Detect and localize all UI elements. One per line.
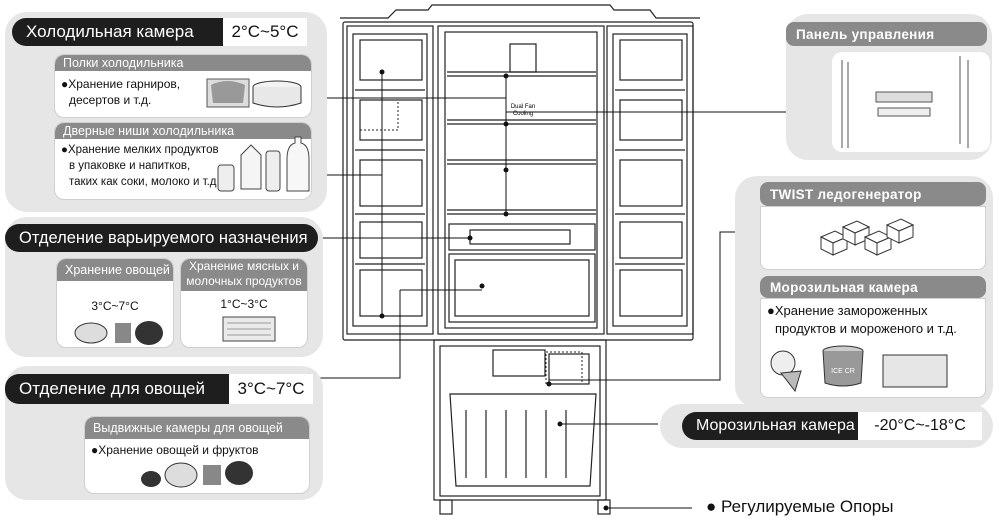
fridge-chamber-title: Холодильная камера — [12, 18, 223, 46]
veg-storage-title: Хранение овощей — [57, 259, 173, 281]
freezer-text-2: продуктов и мороженого и т.д. — [775, 321, 957, 336]
freezer-title: Морозильная камера — [760, 276, 986, 298]
control-panel-image — [832, 52, 990, 152]
veg-storage-box: Хранение овощей 3°C~7°C — [56, 258, 174, 348]
vegetables-icon — [74, 321, 163, 345]
variable-compartment-title: Отделение варьируемого назначения — [5, 224, 318, 252]
adjustable-feet-label: ● Регулируемые Опоры — [706, 497, 894, 516]
fridge-door-bins-text-3: таких как соки, молоко и т.д. — [69, 176, 220, 188]
meat-package-icon — [222, 316, 276, 342]
fridge-door-bins-text-2: в упаковке и напитков, — [69, 160, 191, 172]
fridge-door-bins-box: Дверные ниши холодильника ●Хранение мелк… — [54, 122, 312, 200]
control-display-icon — [841, 56, 969, 148]
fridge-shelves-text-1: ●Хранение гарниров, — [61, 77, 181, 91]
veg-drawers-text: ●Хранение овощей и фруктов — [91, 443, 259, 457]
meat-dairy-title-2: молочных продуктов — [186, 274, 302, 288]
fridge-door-bins-text-1: ●Хранение мелких продуктов — [61, 144, 219, 156]
freezer-box: ●Хранение замороженных продуктов и морож… — [760, 298, 986, 398]
fridge-shelves-text-2: десертов и т.д. — [69, 93, 152, 107]
dual-fan-label: Dual Fan — [511, 104, 535, 110]
freezer-label: Морозильная камера — [682, 412, 858, 440]
ice-cream-icon: ICE CR — [770, 345, 948, 393]
veg-storage-temp: 3°C~7°C — [91, 299, 139, 313]
dessert-bowl-icon — [206, 78, 302, 108]
control-panel-title: Панель управления — [786, 22, 987, 46]
freezer-text-1: ●Хранение замороженных — [767, 303, 928, 318]
fridge-shelves-title: Полки холодильника — [55, 55, 311, 71]
ice-cubes-icon — [819, 218, 915, 256]
bottles-icon — [217, 136, 310, 192]
veg-drawers-box: Выдвижные камеры для овощей ●Хранение ов… — [84, 416, 310, 494]
vegetable-compartment-temp: 3°C~7°C — [229, 374, 313, 404]
fridge-door-bins-title: Дверные ниши холодильника — [55, 123, 311, 139]
fridge-shelves-box: Полки холодильника ●Хранение гарниров, д… — [54, 54, 312, 118]
ice-cream-label: ICE CR — [831, 368, 855, 375]
dual-fan-label-2: Cooling — [513, 111, 533, 117]
veg-drawers-title: Выдвижные камеры для овощей — [85, 417, 309, 439]
meat-dairy-title-box: Хранение мясных и молочных продуктов — [181, 259, 307, 291]
meat-dairy-box: Хранение мясных и молочных продуктов 1°C… — [180, 258, 308, 348]
meat-dairy-temp: 1°C~3°C — [220, 297, 268, 311]
vegetable-compartment-title: Отделение для овощей — [5, 374, 229, 404]
freezer-temp: -20°C~-18°C — [858, 412, 982, 440]
fruits-icon — [141, 461, 253, 488]
ice-maker-title: TWIST ледогенератор — [760, 182, 986, 206]
fridge-chamber-temp: 2°C~5°C — [223, 18, 307, 46]
meat-dairy-title-1: Хранение мясных и — [188, 259, 300, 273]
ice-maker-box — [760, 206, 986, 270]
